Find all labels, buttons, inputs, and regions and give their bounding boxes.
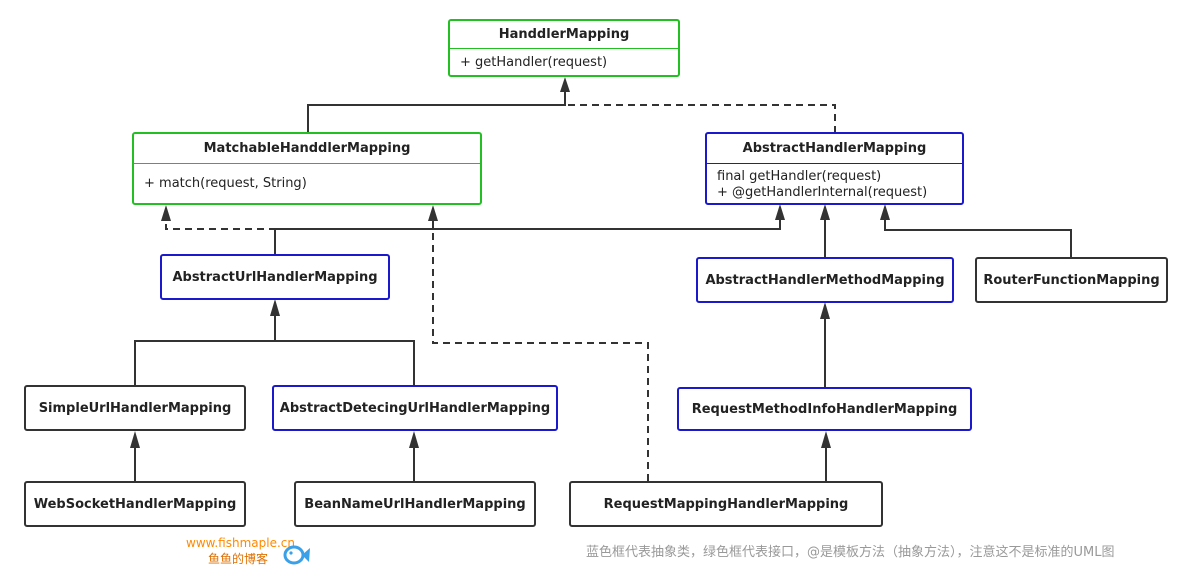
edge-abstracturl-to-abstracthandler: [274, 220, 781, 254]
request-mapping-handlermapping-class: RequestMappingHandlerMapping: [569, 481, 883, 527]
brand-name: 鱼鱼的博客: [208, 552, 269, 566]
arrowhead: [130, 431, 140, 448]
websocket-handlermapping-class: WebSocketHandlerMapping: [24, 481, 246, 527]
node-title: RequestMappingHandlerMapping: [603, 496, 849, 512]
edge-abstracturl-to-matchable: [165, 221, 276, 254]
brand-watermark: www.fishmaple.cn 鱼鱼的博客: [186, 536, 310, 567]
node-title: BeanNameUrlHandlerMapping: [304, 496, 526, 512]
node-method: + match(request, String): [144, 176, 307, 191]
node-title: MatchableHanddlerMapping: [203, 141, 411, 156]
node-method: + getHandler(request): [460, 55, 608, 70]
node-method: final getHandler(request): [717, 169, 882, 184]
abstract-handler-method-mapping-class: AbstractHandlerMethodMapping: [696, 257, 954, 303]
abstract-url-handlermapping-class: AbstractUrlHandlerMapping: [160, 254, 390, 300]
edge-simpleurl-to-abstracturl: [134, 316, 276, 385]
legend-note: 蓝色框代表抽象类，绿色框代表接口，@是模板方法（抽象方法），注意这不是标准的UM…: [586, 545, 1115, 560]
arrowhead: [820, 302, 830, 319]
fish-logo-icon: [283, 545, 310, 565]
node-title: HanddlerMapping: [498, 27, 630, 42]
node-title: RequestMethodInfoHandlerMapping: [691, 401, 958, 417]
node-title: WebSocketHandlerMapping: [33, 496, 237, 512]
router-function-mapping-class: RouterFunctionMapping: [975, 257, 1168, 303]
edge-requestmapping-to-matchable: [432, 221, 649, 481]
abstract-handlermapping-class: AbstractHandlerMapping final getHandler(…: [705, 132, 964, 205]
abstract-detecing-url-handlermapping-class: AbstractDetecingUrlHandlerMapping: [272, 385, 558, 431]
node-title: AbstractDetecingUrlHandlerMapping: [279, 400, 551, 416]
handdlermapping-interface: HanddlerMapping + getHandler(request): [448, 19, 680, 77]
beanname-url-handlermapping-class: BeanNameUrlHandlerMapping: [294, 481, 536, 527]
arrowhead: [409, 431, 419, 448]
arrowhead: [428, 205, 438, 221]
arrowhead: [820, 204, 830, 220]
node-title: RouterFunctionMapping: [983, 272, 1160, 288]
edge-abstracthandler-to-handdlermapping: [565, 104, 836, 133]
node-method: + @getHandlerInternal(request): [717, 185, 928, 200]
arrowhead: [821, 431, 831, 448]
brand-url: www.fishmaple.cn: [186, 536, 295, 550]
edge-detecing-to-abstracturl: [275, 340, 415, 385]
request-method-info-handlermapping-class: RequestMethodInfoHandlerMapping: [677, 387, 972, 431]
arrowhead: [775, 204, 785, 220]
node-title: AbstractHandlerMapping: [742, 141, 927, 156]
node-title: AbstractHandlerMethodMapping: [705, 272, 945, 288]
node-title: SimpleUrlHandlerMapping: [38, 400, 232, 416]
arrowhead: [270, 299, 280, 316]
node-title: AbstractUrlHandlerMapping: [172, 269, 378, 285]
arrowhead: [880, 204, 890, 220]
edge-matchable-to-handdlermapping: [307, 91, 566, 133]
simple-url-handlermapping-class: SimpleUrlHandlerMapping: [24, 385, 246, 431]
arrowhead: [560, 77, 570, 92]
arrowhead: [161, 205, 171, 221]
edge-router-to-abstracthandler: [884, 220, 1072, 257]
matchable-handdlermapping-interface: MatchableHanddlerMapping + match(request…: [132, 132, 482, 205]
